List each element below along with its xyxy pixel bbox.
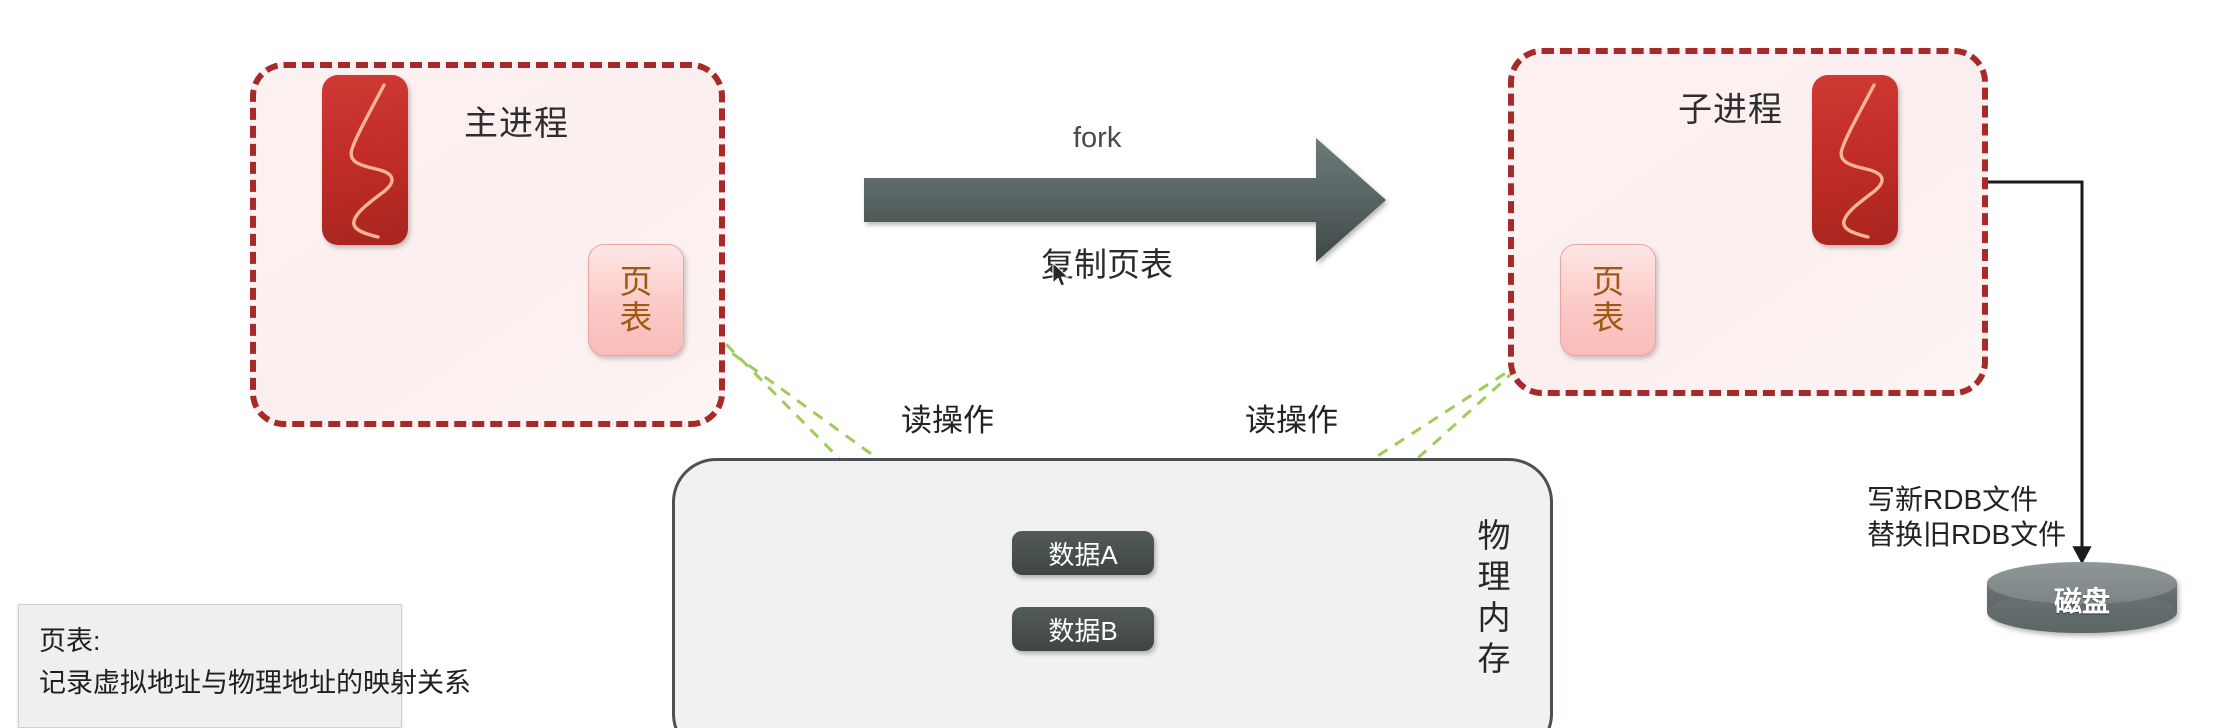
child-page-table-line1: 页 (1591, 263, 1625, 301)
child-page-table-line2: 表 (1591, 299, 1625, 336)
fork-label: fork (1073, 122, 1122, 154)
parent-page-table-box: 页 表 (588, 244, 684, 356)
disk-cylinder: 磁盘 (1987, 562, 2177, 620)
read-label-left: 读操作 (901, 403, 994, 438)
data-chip-b: 数据B (1012, 607, 1154, 651)
parent-process-label: 主进程 (464, 105, 569, 143)
tooltip-body: 记录虚拟地址与物理地址的映射关系 (39, 667, 471, 698)
page-table-tooltip: 页表: 记录虚拟地址与物理地址的映射关系 (18, 604, 471, 728)
rdb-note-line1: 写新RDB文件 (1867, 484, 2039, 515)
physical-memory-container (672, 458, 1553, 728)
rdb-note-line2: 替换旧RDB文件 (1867, 519, 2067, 550)
mouse-cursor (1052, 261, 1072, 295)
read-label-right: 读操作 (1245, 403, 1338, 438)
data-chip-a: 数据A (1012, 531, 1154, 575)
redis-logo-icon (322, 75, 408, 245)
child-process-container (1508, 48, 1988, 396)
child-process-label: 子进程 (1678, 91, 1783, 129)
parent-page-table-line1: 页 (619, 263, 653, 301)
data-chip-b-label: 数据B (1048, 615, 1118, 646)
tooltip-title: 页表: (39, 626, 101, 656)
child-page-table-box: 页 表 (1560, 244, 1656, 356)
physical-memory-label: 物理内存 (1473, 518, 1510, 682)
redis-logo-icon (1812, 75, 1898, 245)
disk-label: 磁盘 (2053, 586, 2110, 617)
data-chip-a-label: 数据A (1048, 539, 1118, 570)
parent-page-table-line2: 表 (619, 299, 653, 336)
